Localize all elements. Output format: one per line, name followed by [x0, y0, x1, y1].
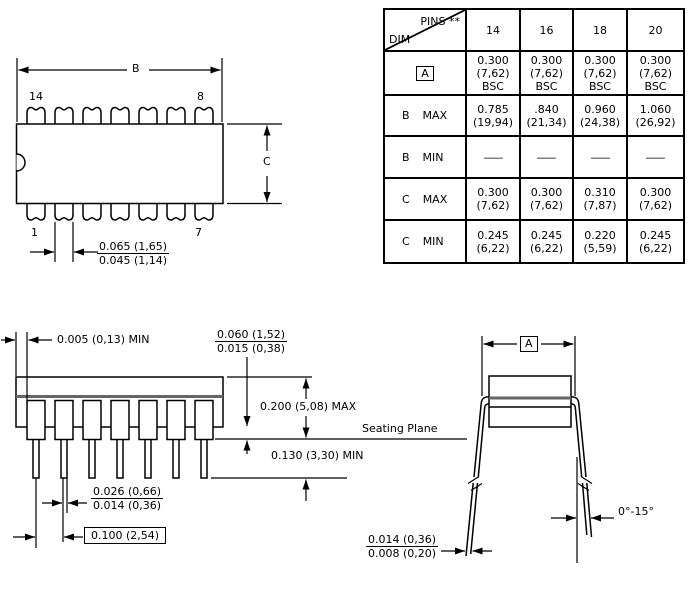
row-dim-letter: B: [402, 109, 410, 122]
table-cell: 0.300 (7,62) BSC: [574, 52, 628, 96]
table-cell: —: [628, 137, 683, 179]
table-cell: 0.785 (19,94): [467, 96, 521, 137]
row-label-c-min: C MIN: [385, 221, 467, 262]
table-cell: 1.060 (26,92): [628, 96, 683, 137]
table-cell: 0.310 (7,87): [574, 179, 628, 221]
right-lead: [570, 396, 593, 538]
pin-width-max: 0.065 (1,65): [97, 240, 170, 254]
row-label-b-max: B MAX: [385, 96, 467, 137]
seating-plane-label: Seating Plane: [362, 422, 438, 435]
package-body-top-view: [15, 123, 224, 205]
dim-header-label: DIM: [389, 33, 411, 46]
table-cell: —: [467, 137, 521, 179]
lead-width-min: 0.014 (0,36): [93, 499, 162, 512]
table-cell: 0.300 (7,62): [628, 179, 683, 221]
lead-shoulders: [26, 399, 214, 441]
row-dim-letter: B: [402, 150, 410, 164]
table-header-corner: PINS ** DIM: [385, 10, 467, 52]
pin-width-dimension: 0.065 (1,65) 0.045 (1,14): [97, 240, 170, 267]
side-view-dimension-lines: [1, 332, 467, 548]
row-dim-qualifier: MAX: [422, 192, 448, 206]
row-label-c-max: C MAX: [385, 179, 467, 221]
side-view-package-outline: [15, 376, 224, 479]
table-cell: 0.245 (6,22): [638, 228, 673, 255]
row-dim-qualifier: MIN: [422, 150, 444, 164]
a-boxed-label: A: [416, 65, 434, 81]
pin-14-number: 14: [29, 90, 43, 103]
end-view-dimension-lines: [441, 336, 614, 563]
lead-width-dimension: 0.026 (0,66) 0.014 (0,36): [91, 485, 164, 512]
lead-width-max: 0.026 (0,66): [91, 485, 164, 499]
table-cell: 0.300 (7,62) BSC: [628, 52, 683, 96]
lead-angle-dimension: 0°-15°: [618, 505, 654, 518]
pin-7-number: 7: [195, 226, 202, 239]
table-cell: 0.300 (7,62): [467, 179, 521, 221]
column-header-16: 16: [521, 10, 574, 52]
standoff-max: 0.060 (1,52): [215, 328, 288, 342]
column-header-18: 18: [574, 10, 628, 52]
lead-thickness-max: 0.014 (0,36): [366, 533, 439, 547]
package-body-end-view: [488, 375, 572, 428]
no-value-dash: —: [536, 150, 557, 164]
no-value-dash: —: [645, 150, 666, 164]
dim-a-label: A: [520, 336, 538, 352]
dim-c-label: C: [263, 155, 271, 168]
column-header-20: 20: [628, 10, 683, 52]
pins-header-label: PINS **: [420, 15, 460, 28]
table-cell: —: [521, 137, 574, 179]
lead-length-dimension: 0.130 (3,30) MIN: [271, 449, 364, 462]
lead-thickness-min: 0.008 (0,20): [368, 547, 437, 560]
end-view-package-outline: [465, 375, 593, 557]
row-label-b-min: B MIN: [385, 137, 467, 179]
row-dim-letter: C: [402, 235, 410, 248]
pin1-index-notch: [16, 153, 26, 172]
top-view-dimension-lines: [16, 58, 282, 262]
table-cell: 0.300 (7,62) BSC: [521, 52, 574, 96]
row-dim-letter: C: [402, 192, 410, 206]
row-dim-qualifier: MAX: [422, 109, 448, 122]
pin-8-number: 8: [197, 90, 204, 103]
table-cell: .840 (21,34): [521, 96, 574, 137]
row-dim-qualifier: MIN: [422, 235, 444, 248]
top-view-package-outline: [15, 106, 224, 221]
no-value-dash: —: [482, 150, 504, 164]
standoff-min: 0.015 (0,38): [217, 342, 286, 355]
body-height-dimension: 0.200 (5,08) MAX: [260, 400, 357, 413]
dimension-table: PINS ** DIM 14 16 18 20 A 0.300 (7,62) B…: [383, 8, 685, 264]
table-cell: —: [574, 137, 628, 179]
lead-thickness-dimension: 0.014 (0,36) 0.008 (0,20): [366, 533, 439, 560]
dim-b-label: B: [132, 62, 140, 75]
table-cell: 0.245 (6,22): [467, 221, 521, 262]
table-cell: 0.245 (6,22): [521, 221, 574, 262]
column-header-14: 14: [467, 10, 521, 52]
table-cell: 0.960 (24,38): [574, 96, 628, 137]
standoff-dimension: 0.060 (1,52) 0.015 (0,38): [215, 328, 288, 355]
no-value-dash: —: [589, 150, 611, 164]
lead-pins: [32, 439, 208, 479]
pin-1-number: 1: [31, 226, 38, 239]
left-lead: [465, 396, 490, 557]
table-cell: 0.300 (7,62): [521, 179, 574, 221]
table-cell: 0.220 (5,59): [574, 221, 628, 262]
lead-pitch-dimension: 0.100 (2,54): [84, 527, 167, 544]
table-cell: 0.300 (7,62) BSC: [467, 52, 521, 96]
row-label-a: A: [385, 52, 467, 96]
edge-to-lead-dimension: 0.005 (0,13) MIN: [57, 333, 150, 346]
pin-width-min: 0.045 (1,14): [99, 254, 168, 267]
